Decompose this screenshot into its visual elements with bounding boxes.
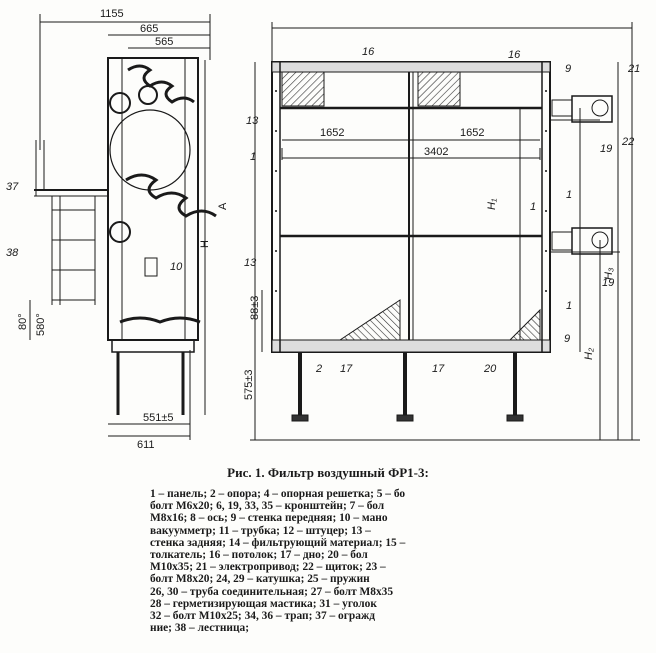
side-view	[29, 14, 217, 440]
dim-height-a: A	[217, 202, 229, 210]
callout-20: 20	[483, 363, 497, 375]
dim-depth-565: 565	[155, 36, 173, 48]
legend-line: М8х16; 8 – ось; 9 – стенка передняя; 10 …	[150, 512, 388, 525]
dim-88: 88±3	[249, 296, 261, 320]
dim-575: 575±3	[243, 369, 255, 400]
legend-line: стенка задняя; 14 – фильтрующий материал…	[150, 536, 406, 549]
legend-line: 1 – панель; 2 – опора; 4 – опорная решет…	[150, 488, 406, 500]
callout-17b: 17	[432, 363, 445, 375]
dim-h1: H₁	[486, 198, 498, 210]
dim-1652-left: 1652	[320, 127, 344, 139]
dim-80: 80°	[17, 313, 29, 330]
dim-overall-depth: 1155	[100, 8, 124, 20]
dim-1652-right: 1652	[460, 127, 484, 139]
legend-line: толкатель; 16 – потолок; 17 – дно; 20 – …	[150, 549, 368, 562]
callout-19a: 19	[600, 143, 612, 155]
callout-2: 2	[315, 363, 322, 375]
callout-13b: 13	[244, 257, 257, 269]
callout-16b: 16	[508, 49, 521, 61]
dim-depth-665: 665	[140, 23, 158, 35]
callout-13a: 13	[246, 115, 259, 127]
callout-37: 37	[6, 181, 19, 193]
callout-9a: 9	[565, 63, 571, 75]
legend-line: ние; 38 – лестница;	[150, 622, 250, 635]
legend-line: М10х35; 21 – электропривод; 22 – щиток; …	[150, 561, 386, 574]
callout-22: 22	[621, 136, 634, 148]
callout-1b: 1	[566, 189, 572, 201]
callout-1a: 1	[250, 151, 256, 163]
legend-line: болт М8х20; 24, 29 – катушка; 25 – пружи…	[150, 573, 370, 586]
legend-line: 32 – болт М10х25; 34, 36 – трап; 37 – ог…	[150, 610, 375, 623]
callout-1d: 1	[530, 201, 536, 213]
dim-580: 580°	[35, 313, 47, 336]
dim-h3: H₃	[603, 267, 615, 280]
callout-21: 21	[627, 63, 640, 75]
legend-line: болт М6х20; 6, 19, 33, 35 – кронштейн; 7…	[150, 500, 385, 513]
front-view	[250, 22, 640, 441]
figure-caption: Рис. 1. Фильтр воздушный ФР1-3:	[227, 465, 429, 480]
callout-19b: 19	[602, 277, 614, 289]
technical-drawing: 1155 665 565 A H 80° 580° 551±5 611 1652…	[6, 8, 640, 451]
dim-3402: 3402	[424, 146, 448, 158]
callout-16a: 16	[362, 46, 375, 58]
callout-10: 10	[170, 261, 183, 273]
legend-line: вакуумметр; 11 – трубка; 12 – штуцер; 13…	[150, 524, 371, 537]
dim-551: 551±5	[143, 412, 174, 424]
legend-line: 28 – герметизирующая мастика; 31 – уголо…	[150, 597, 377, 610]
dim-height-h: H	[199, 240, 211, 248]
legend-line: 26, 30 – труба соединительная; 27 – болт…	[150, 585, 394, 598]
callout-17a: 17	[340, 363, 353, 375]
callout-9b: 9	[564, 333, 570, 345]
callout-38: 38	[6, 247, 19, 259]
dim-h2: H₂	[583, 347, 595, 360]
parts-legend: 1 – панель; 2 – опора; 4 – опорная решет…	[150, 488, 650, 634]
callout-1c: 1	[566, 300, 572, 312]
dim-611: 611	[137, 439, 155, 451]
